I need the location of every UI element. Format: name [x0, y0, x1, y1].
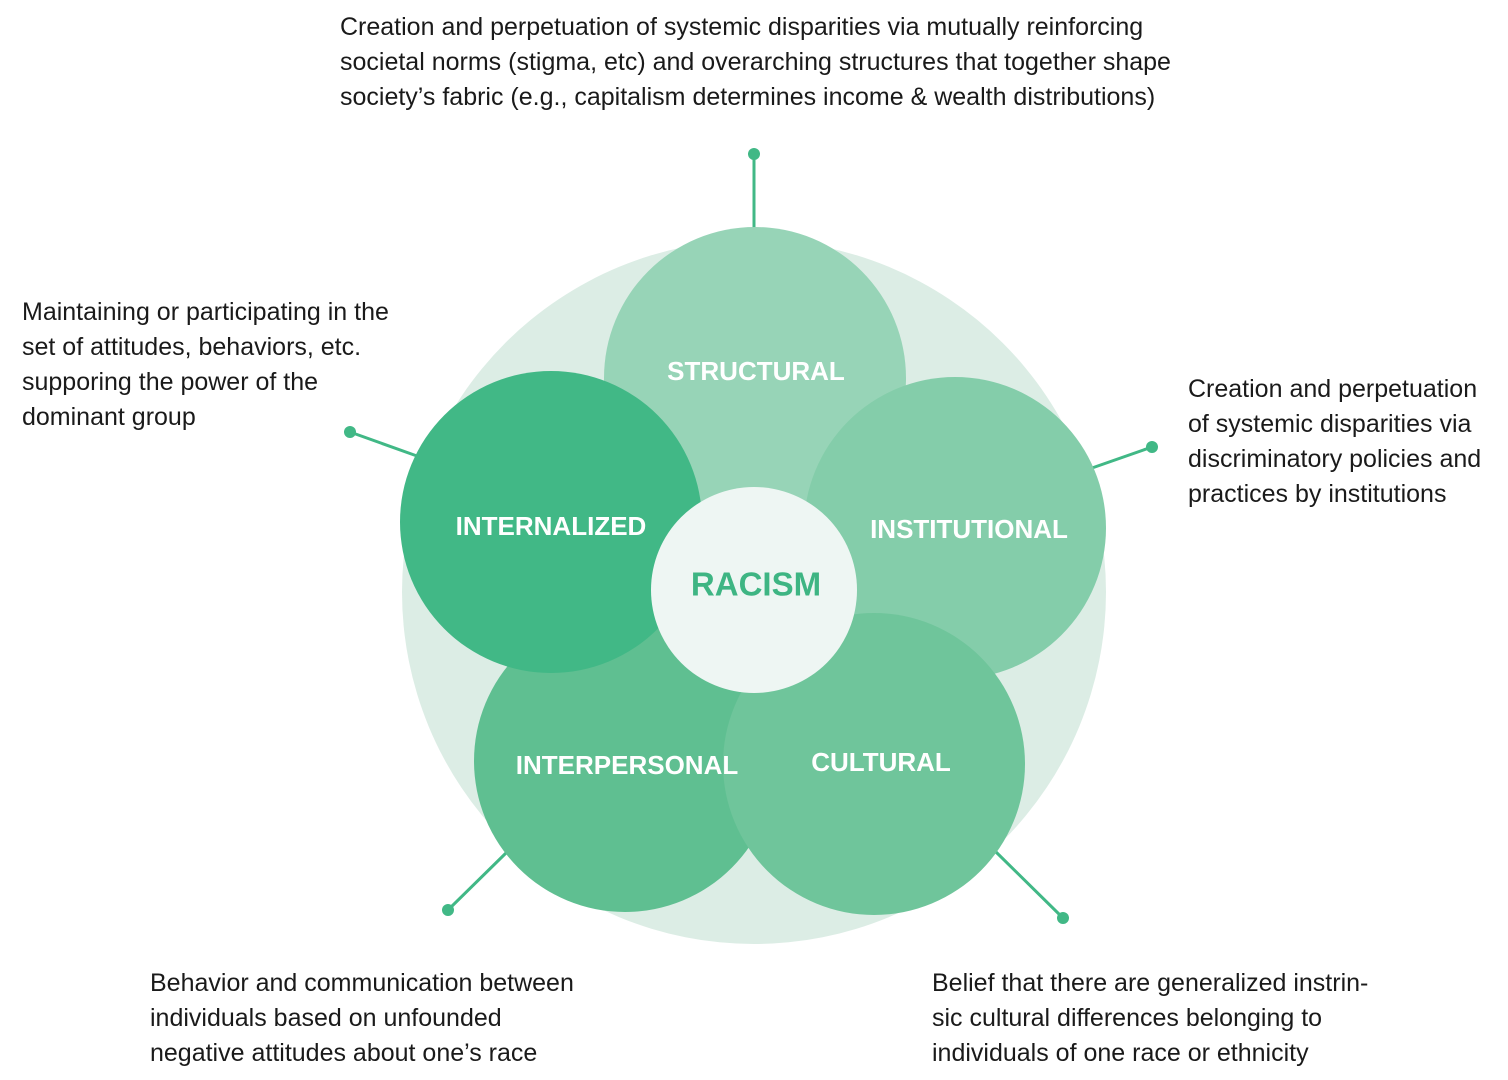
- connector-internalized: [349, 430, 418, 458]
- connector-interpersonal: [446, 851, 508, 912]
- interpersonal-circle: [474, 610, 776, 912]
- connector-dot-interpersonal: [442, 904, 454, 916]
- connector-cultural: [994, 850, 1065, 920]
- structural-description: Creation and perpetuation of systemic di…: [340, 13, 1171, 111]
- interpersonal-description: Behavior and communication between indiv…: [150, 969, 574, 1067]
- cultural-circle: [723, 613, 1025, 915]
- structural-label: STRUCTURAL: [667, 356, 845, 386]
- connector-institutional: [1091, 445, 1153, 470]
- connector-dot-internalized: [344, 426, 356, 438]
- connector-dot-structural: [748, 148, 760, 160]
- cultural-label: CULTURAL: [811, 747, 951, 777]
- institutional-label: INSTITUTIONAL: [870, 514, 1068, 544]
- interpersonal-label: INTERPERSONAL: [516, 750, 739, 780]
- connector-dot-institutional: [1146, 441, 1158, 453]
- center-circle: [651, 487, 857, 693]
- cultural-description: Belief that there are generalized instri…: [932, 969, 1369, 1067]
- internalized-label: INTERNALIZED: [456, 511, 647, 541]
- internalized-circle: [400, 371, 702, 673]
- connector-dot-cultural: [1057, 912, 1069, 924]
- institutional-circle: [804, 377, 1106, 679]
- center-label: RACISM: [691, 566, 821, 603]
- connectors: [344, 148, 1158, 924]
- internalized-description: Maintaining or participating in the set …: [22, 298, 389, 431]
- institutional-description: Creation and perpetuation of systemic di…: [1188, 375, 1482, 508]
